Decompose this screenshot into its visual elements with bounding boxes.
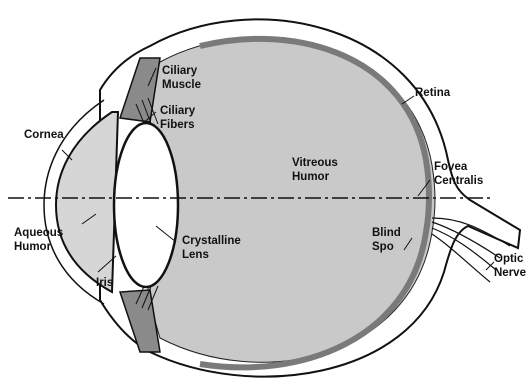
label-iris: Iris [96,277,113,289]
label-cornea: Cornea [24,129,64,141]
cornea [56,112,118,292]
label-retina: Retina [415,87,451,99]
crystalline-lens [114,123,178,287]
label-aqueous-humor: Aqueous Humor [14,227,66,253]
label-optic-nerve: Optic Nerve [494,253,527,279]
